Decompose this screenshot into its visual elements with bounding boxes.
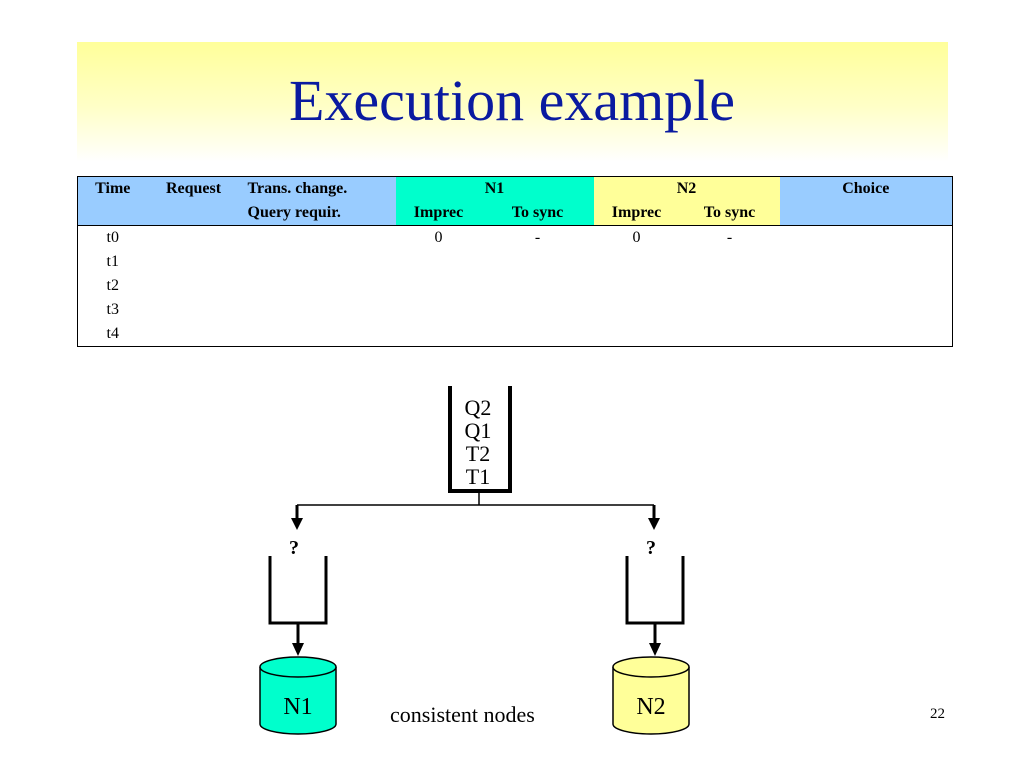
header-trans-change: Trans. change.: [239, 176, 396, 201]
right-arrow-head: [648, 518, 660, 530]
title-banner: [77, 42, 948, 162]
header-n1: N1: [395, 176, 594, 201]
page-number: 22: [930, 706, 945, 722]
n2-imprec-cell: 0: [632, 229, 641, 246]
queue-item: Q2: [464, 395, 492, 420]
caption: consistent nodes: [390, 702, 535, 727]
table-row: t3: [78, 298, 953, 322]
main-queue-items: Q2 Q1 T2 T1: [455, 396, 501, 488]
table-row: t4: [77, 322, 953, 347]
n1-queue-container: [268, 556, 328, 625]
n1-sync-cell: -: [534, 229, 541, 246]
n1-imprec-cell: 0: [434, 229, 443, 246]
queue-item: T1: [465, 464, 491, 489]
queue-item: Q1: [464, 418, 492, 443]
header-row-1: Time Request Trans. change. N1 N2 Choice: [77, 176, 953, 201]
time-cell: t4: [77, 322, 148, 347]
header-n2-imprec: Imprec: [593, 201, 680, 226]
n1-question-mark: ?: [289, 537, 299, 559]
time-cell: t1: [106, 253, 119, 270]
table-row: t1: [78, 250, 953, 274]
queue-item: T2: [465, 441, 491, 466]
slide-title: Execution example: [288, 68, 736, 133]
header-time: Time: [77, 176, 148, 201]
header-request: Request: [147, 176, 240, 201]
table-row: t0 0 - 0 -: [78, 226, 953, 251]
n1-database: [259, 656, 337, 735]
header-query-requir: Query requir.: [239, 201, 396, 226]
header-row-2: Query requir. Imprec To sync Imprec To s…: [77, 201, 953, 226]
left-arrow-head: [291, 518, 303, 530]
header-n2: N2: [593, 176, 780, 201]
n2-database-label: N2: [636, 694, 666, 720]
main-queue-container: [448, 386, 512, 493]
n2-sync-cell: -: [726, 229, 733, 246]
header-n2-to-sync: To sync: [679, 201, 780, 226]
header-choice: Choice: [779, 176, 953, 201]
header-n1-to-sync: To sync: [481, 201, 594, 226]
n2-database: [612, 656, 690, 735]
time-cell: t2: [106, 277, 119, 294]
table-row: t2: [78, 274, 953, 298]
execution-table: Time Request Trans. change. N1 N2 Choice…: [77, 176, 953, 347]
header-n1-imprec: Imprec: [395, 201, 482, 226]
n1-database-label: N1: [283, 694, 313, 720]
time-cell: t0: [106, 229, 119, 246]
n2-queue-container: [625, 556, 685, 625]
time-cell: t3: [106, 301, 119, 318]
n2-question-mark: ?: [646, 537, 656, 559]
